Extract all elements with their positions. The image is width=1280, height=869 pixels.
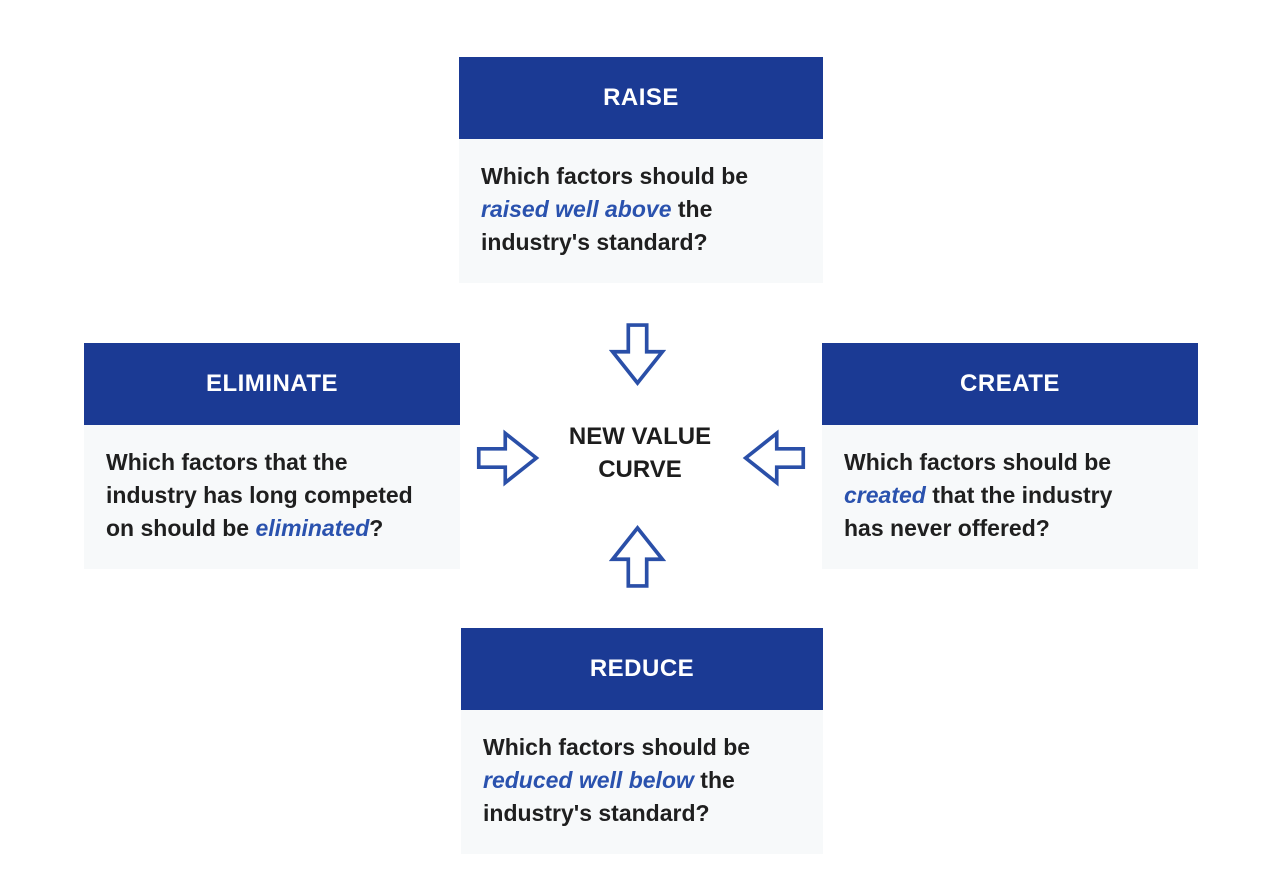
create-emphasis-text: created [844, 482, 926, 508]
raise-question: Which factors should be raised well abov… [481, 163, 749, 255]
raise-box-header: RAISE [459, 57, 823, 139]
left-arrow-icon-svg [742, 429, 806, 487]
reduce-question: Which factors should be reduced well bel… [483, 734, 751, 826]
raise-box: RAISE Which factors should be raised wel… [459, 57, 823, 283]
down-arrow-icon [609, 321, 666, 388]
eliminate-question: Which factors that the industry has long… [106, 449, 413, 541]
reduce-title: REDUCE [589, 655, 695, 682]
reduce-emphasis-text: reduced well below [483, 767, 694, 793]
raise-title: RAISE [603, 84, 679, 111]
reduce-box-header: REDUCE [461, 628, 823, 710]
raise-emphasis-text: raised well above [481, 196, 672, 222]
create-box: CREATE Which factors should be created t… [822, 343, 1198, 569]
raise-box-body: Which factors should be raised well abov… [459, 139, 823, 283]
new-value-curve-label: NEW VALUE CURVE [568, 423, 712, 483]
left-arrow-icon [742, 428, 806, 488]
reduce-box: REDUCE Which factors should be reduced w… [461, 628, 823, 854]
right-arrow-icon-svg [476, 429, 540, 487]
create-question: Which factors should be created that the… [844, 449, 1113, 541]
up-arrow-icon [609, 523, 666, 590]
eliminate-box-body: Which factors that the industry has long… [84, 425, 460, 569]
create-box-body: Which factors should be created that the… [822, 425, 1198, 569]
up-arrow-icon-svg [609, 525, 666, 588]
down-arrow-icon-svg [609, 323, 666, 386]
eliminate-box: ELIMINATE Which factors that the industr… [84, 343, 460, 569]
eliminate-title: ELIMINATE [205, 370, 339, 397]
create-box-header: CREATE [822, 343, 1198, 425]
eliminate-box-header: ELIMINATE [84, 343, 460, 425]
eliminate-emphasis-text: eliminated [255, 515, 370, 541]
create-title: CREATE [960, 370, 1060, 397]
right-arrow-icon [476, 428, 540, 488]
reduce-box-body: Which factors should be reduced well bel… [461, 710, 823, 854]
